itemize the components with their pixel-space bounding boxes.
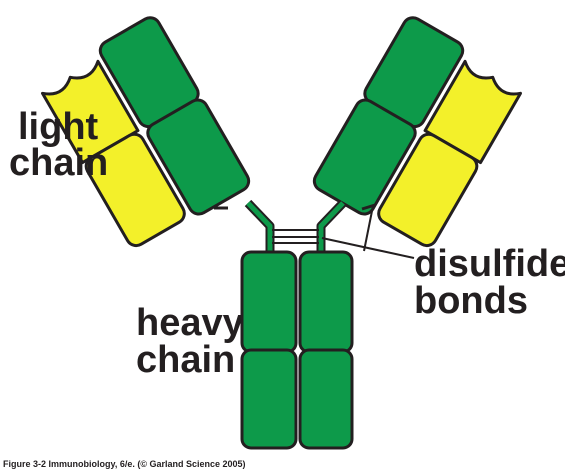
heavy-chain-label-line2: chain <box>136 339 235 381</box>
light-chain-label-line1: light <box>18 106 99 148</box>
right-arm <box>312 16 522 248</box>
figure-caption: Figure 3-2 Immunobiology, 6/e. (© Garlan… <box>3 459 246 469</box>
left-arm <box>41 16 251 248</box>
left-arm-light-constant-domain <box>84 132 186 248</box>
left-arm-heavy-constant-domain <box>146 98 251 216</box>
right-stem-lower-domain <box>298 348 354 450</box>
left-stem-upper-domain <box>240 250 298 354</box>
left-hinge-fill <box>246 201 273 262</box>
disulfide-pointer-line-lower <box>321 237 415 259</box>
right-stem-upper-domain <box>298 250 354 354</box>
disulfide-bonds-label-line2: bonds <box>414 280 528 322</box>
right-arm-light-constant-domain <box>377 132 479 248</box>
light-chain-label-line2: chain <box>9 142 108 184</box>
heavy-chain-label-line1: heavy <box>136 302 244 344</box>
disulfide-bonds-label-line1: disulfide <box>414 243 565 285</box>
disulfide-pointer-line-upper <box>363 205 374 252</box>
left-arm-light-variable-domain <box>41 59 140 165</box>
right-light-heavy-disulfide-bond <box>361 203 376 211</box>
left-stem-lower-domain <box>240 348 298 450</box>
right-arm-light-variable-domain <box>423 59 522 165</box>
right-hinge-fill <box>318 201 345 262</box>
